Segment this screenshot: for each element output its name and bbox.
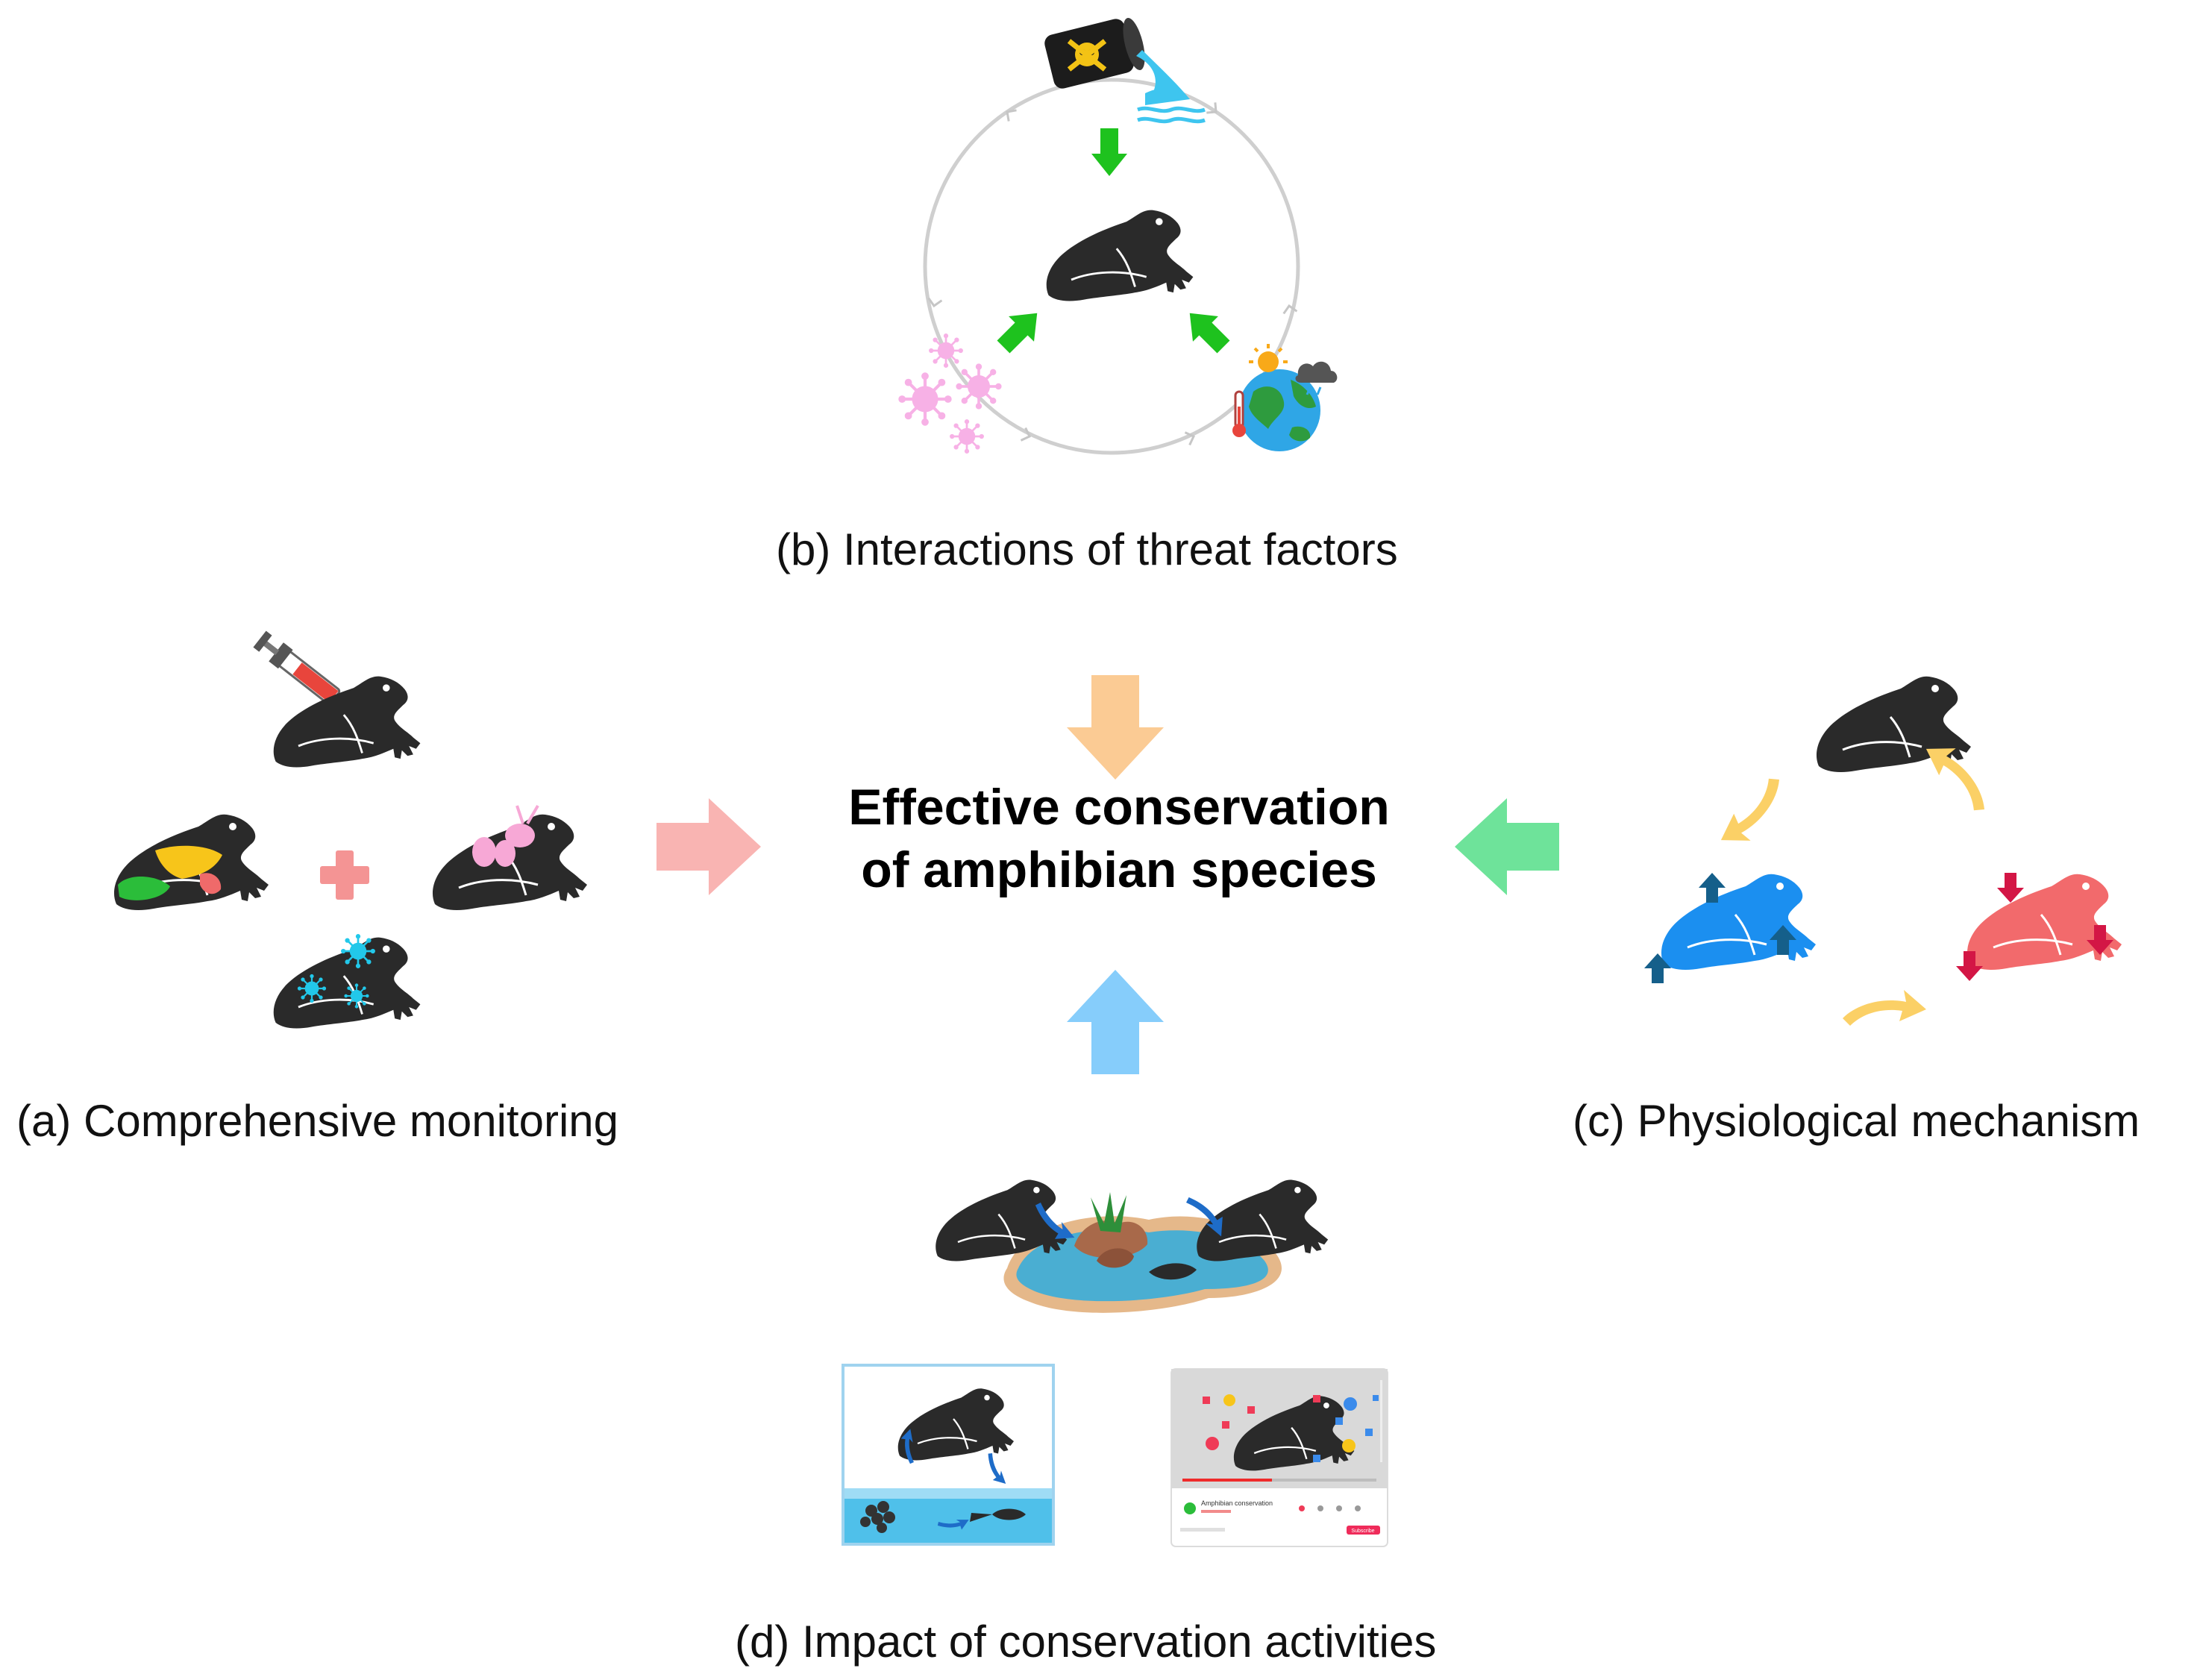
organ-highlight bbox=[118, 845, 222, 900]
panel-d-activities: Amphibian conservation Subscribe bbox=[842, 1179, 1388, 1547]
panel-d-label: (d) Impact of conservation activities bbox=[735, 1617, 1437, 1667]
arrow-from-monitoring bbox=[656, 798, 761, 895]
pathogen-icon bbox=[899, 333, 1003, 454]
panel-b-threat-interactions bbox=[899, 17, 1338, 455]
frog-icon bbox=[272, 675, 421, 768]
arrow-from-threats bbox=[1067, 675, 1164, 780]
frog-icon bbox=[1660, 873, 1817, 971]
reaction-emojis bbox=[1203, 1394, 1379, 1462]
threat-arrow-pathogen bbox=[991, 300, 1050, 360]
climate-globe-icon bbox=[1232, 344, 1338, 451]
card-subscribe-button: Subscribe bbox=[1351, 1529, 1374, 1534]
panel-c-physiology bbox=[1644, 675, 2123, 1026]
threat-cycle-ring bbox=[923, 78, 1300, 455]
video-card-icon: Amphibian conservation Subscribe bbox=[1170, 1368, 1388, 1547]
panel-a-label: (a) Comprehensive monitoring bbox=[16, 1096, 619, 1146]
organ-highlight bbox=[472, 804, 539, 867]
panel-c-label: (c) Physiological mechanism bbox=[1573, 1096, 2140, 1146]
frog-icon bbox=[1966, 873, 2123, 971]
panel-b-label: (b) Interactions of threat factors bbox=[776, 524, 1398, 574]
card-channel-name: Amphibian conservation bbox=[1201, 1499, 1273, 1507]
threat-arrow-climate bbox=[1176, 300, 1236, 360]
frog-icon bbox=[1045, 209, 1194, 302]
center-title-line2: of amphibian species bbox=[861, 841, 1377, 898]
aquarium-tank-icon bbox=[842, 1364, 1055, 1546]
plus-icon bbox=[320, 850, 369, 900]
threat-arrow-toxic bbox=[1091, 128, 1127, 176]
panel-a-monitoring bbox=[113, 630, 589, 1029]
center-title-line1: Effective conservation bbox=[848, 779, 1390, 836]
arrow-from-physiology bbox=[1455, 798, 1559, 895]
center-title: Effective conservation of amphibian spec… bbox=[776, 776, 1462, 901]
cycle-arrows bbox=[1710, 733, 2003, 1026]
arrow-from-activities bbox=[1067, 970, 1164, 1074]
toxic-barrel-icon bbox=[1044, 17, 1206, 124]
